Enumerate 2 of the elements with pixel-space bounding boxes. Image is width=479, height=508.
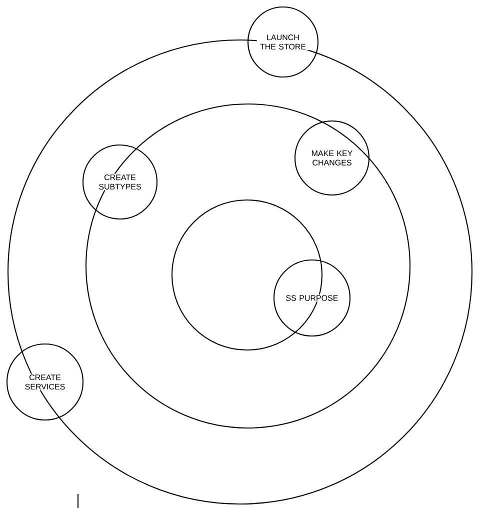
ring-circle: [7, 39, 473, 505]
ring-circle: [85, 103, 411, 429]
